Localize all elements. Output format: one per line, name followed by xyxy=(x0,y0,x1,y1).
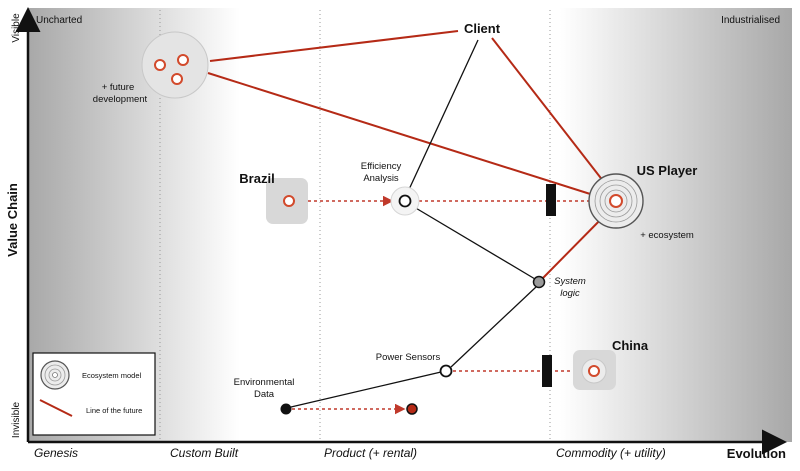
stage-genesis: Genesis xyxy=(34,446,78,460)
corner-right-label: Industrialised xyxy=(721,15,780,26)
us-player-note: + ecosystem xyxy=(640,230,694,241)
stage-custom-built: Custom Built xyxy=(170,446,239,460)
brazil-node xyxy=(283,195,295,207)
legend-future-label: Line of the future xyxy=(86,406,142,415)
china-node xyxy=(588,365,600,377)
stage-commodity: Commodity (+ utility) xyxy=(556,446,666,460)
us-player-node xyxy=(609,194,623,208)
us-player-label: US Player xyxy=(637,163,698,178)
future-node-1 xyxy=(154,59,166,71)
stage-product: Product (+ rental) xyxy=(324,446,417,460)
future-label-2: development xyxy=(93,94,148,105)
future-line-us-player xyxy=(207,72,607,200)
legend-ecosystem-core xyxy=(52,372,58,378)
system-label-1: System xyxy=(554,276,586,287)
power-sensors-label: Power Sensors xyxy=(376,352,441,363)
legend-future-line-icon xyxy=(39,399,73,417)
client-us-player-link xyxy=(491,37,615,196)
efficiency-system-link xyxy=(408,203,536,280)
legend: Ecosystem model Line of the future xyxy=(32,352,156,436)
future-development-cluster xyxy=(141,31,209,99)
client-efficiency-link xyxy=(405,39,479,197)
future-label-1: + future xyxy=(102,82,134,93)
future-node-3 xyxy=(171,73,183,85)
system-sensors-link xyxy=(450,286,537,368)
y-axis-title: Value Chain xyxy=(5,183,20,257)
us-player-ring-2 xyxy=(599,184,633,218)
inertia-bar-bottom xyxy=(542,355,552,387)
client-label: Client xyxy=(464,21,501,36)
system-logic-node xyxy=(532,275,546,289)
inertia-bar-top xyxy=(546,184,556,216)
y-bottom-label: Invisible xyxy=(11,402,22,439)
us-player-ring-3 xyxy=(604,189,628,213)
efficiency-label-2: Analysis xyxy=(363,173,399,184)
environmental-node xyxy=(280,403,292,415)
china-label: China xyxy=(612,338,649,353)
environmental-label-2: Data xyxy=(254,389,275,400)
legend-ecosystem-ring-2 xyxy=(48,368,62,382)
brazil-label: Brazil xyxy=(239,171,274,186)
corner-left-label: Uncharted xyxy=(36,15,82,26)
environmental-label-1: Environmental xyxy=(234,377,295,388)
system-label-2: logic xyxy=(560,288,580,299)
efficiency-node xyxy=(398,194,412,208)
efficiency-label-1: Efficiency xyxy=(361,161,402,172)
power-sensors-node xyxy=(439,364,453,378)
legend-ecosystem-ring-1 xyxy=(44,364,66,386)
future-line-client xyxy=(209,30,459,62)
legend-ecosystem-label: Ecosystem model xyxy=(82,371,142,380)
y-top-label: Visible xyxy=(11,13,22,43)
environmental-future-node xyxy=(406,403,418,415)
future-node-2 xyxy=(177,54,189,66)
x-axis-title: Evolution xyxy=(727,446,786,461)
us-player-ring-1 xyxy=(594,179,638,223)
sensors-environmental-link xyxy=(290,371,442,408)
